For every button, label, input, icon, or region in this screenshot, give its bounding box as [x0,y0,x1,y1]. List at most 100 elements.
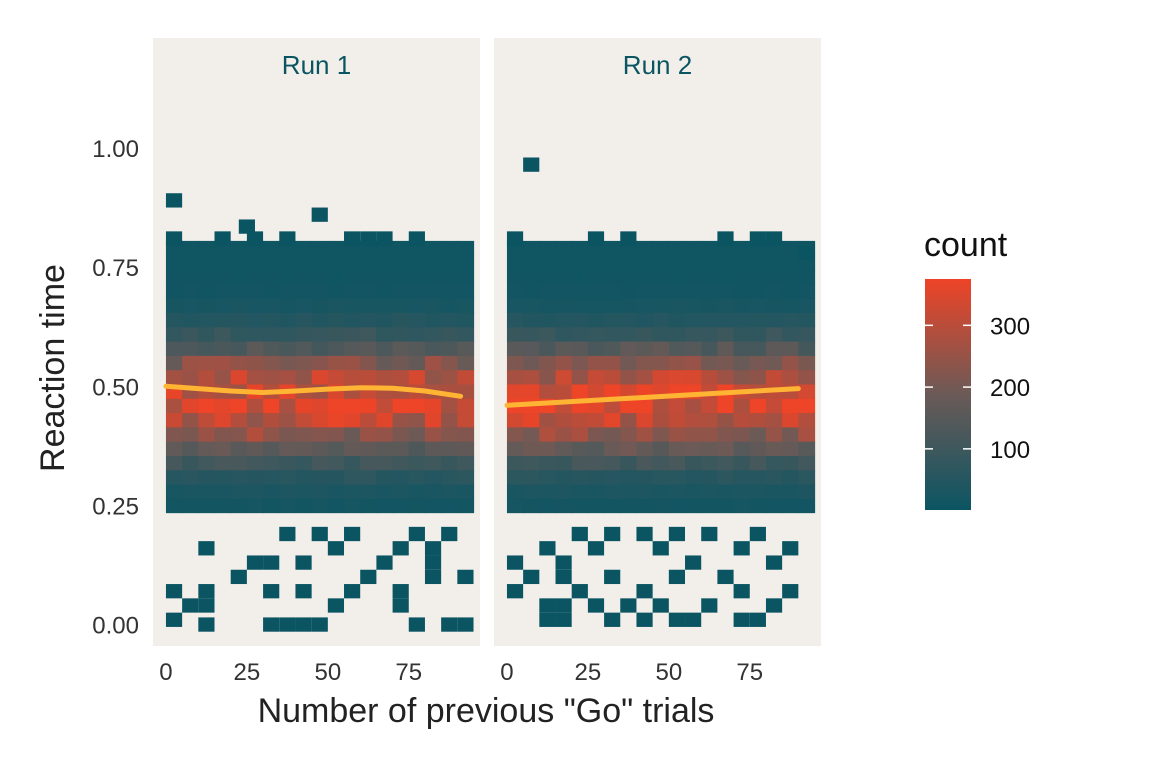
heatmap-tile [668,340,686,356]
heatmap-tile [636,312,654,328]
heatmap-tile [327,326,345,342]
heatmap-tile [604,426,621,442]
heatmap-tile [327,255,345,271]
heatmap-tile [587,498,605,514]
heatmap-tile [782,355,799,371]
heatmap-tile [214,469,232,485]
heatmap-tile-outlier [198,584,215,599]
heatmap-tile [506,469,524,485]
heatmap-tile [165,469,183,485]
heatmap-tile [523,483,540,499]
heatmap-tile [408,398,426,414]
x-tick-label: 0 [159,659,172,686]
heatmap-tile [701,283,718,299]
heatmap-tile [733,455,751,471]
heatmap-tile [376,483,394,499]
heatmap-tile [295,441,313,456]
smooth-trend-line [163,383,464,399]
heatmap-tile [230,426,248,442]
heatmap-tile [668,283,686,299]
heatmap-tile-outlier [279,617,296,632]
heatmap-tile [652,398,670,414]
heatmap-tile [182,298,199,313]
heatmap-tile [668,455,686,471]
heatmap-tile [587,255,605,271]
heatmap-tile [441,283,458,299]
heatmap-tile [733,355,751,371]
heatmap-tile-outlier [523,569,540,585]
heatmap-tile [311,498,329,514]
heatmap-tile [604,441,621,456]
heatmap-tile [214,455,232,471]
heatmap-tile [344,412,361,428]
heatmap-tile [263,283,280,299]
heatmap-tile [279,269,297,285]
heatmap-tile-outlier [263,555,280,570]
heatmap-tile-outlier [408,231,425,246]
heatmap-tile [765,469,783,485]
heatmap-tile [782,498,799,514]
heatmap-tile [360,340,377,356]
heatmap-tile [539,269,557,285]
heatmap-tile [571,383,589,399]
heatmap-tile [311,340,329,356]
heatmap-tile [668,255,686,271]
heatmap-tile [165,369,183,385]
heatmap-tile [279,441,297,456]
heatmap-tile-outlier [360,569,377,585]
heatmap-tile [408,255,426,271]
heatmap-tile [230,240,248,256]
heatmap-tile [182,455,199,471]
heatmap-tile [327,298,345,313]
heatmap-tile [685,483,702,499]
y-tick-label: 0.50 [92,374,139,401]
facet-panel-2: Run 2 [494,38,821,646]
heatmap-tile-outlier [555,569,572,585]
heatmap-tile [165,312,183,328]
heatmap-tile [571,369,589,385]
heatmap-tile [523,298,540,313]
heatmap-tile [424,326,442,342]
heatmap-tile [571,326,589,342]
heatmap-tile-outlier [182,598,199,613]
heatmap-tile [685,255,702,271]
heatmap-tile [587,298,605,313]
heatmap-tile [636,469,654,485]
heatmap-tile [668,398,686,414]
heatmap-tile [668,483,686,499]
heatmap-tile [360,483,377,499]
heatmap-tile [311,326,329,342]
heatmap-tile [295,283,313,299]
heatmap-tile [685,283,702,299]
heatmap-tile [392,355,410,371]
heatmap-tile-outlier [441,526,458,542]
heatmap-tile [457,255,475,271]
heatmap-tile [327,426,345,442]
heatmap-tile [376,355,394,371]
heatmap-tile [246,483,264,499]
heatmap-tile [182,426,199,442]
heatmap-tile [392,498,410,514]
heatmap-tile [311,469,329,485]
heatmap-tile [457,398,475,414]
heatmap-tile [717,483,735,499]
heatmap-tile [246,269,264,285]
heatmap-tile [198,355,216,371]
heatmap-tile [457,469,475,485]
heatmap-tile [279,412,297,428]
heatmap-tile [376,469,394,485]
heatmap-tile [246,469,264,485]
heatmap-tile [408,498,426,514]
heatmap-tile [441,240,458,256]
heatmap-tile [214,269,232,285]
heatmap-tile [798,369,816,385]
heatmap-tile [392,369,410,385]
heatmap-tile [668,412,686,428]
heatmap-tile [636,398,654,414]
heatmap-tile [555,441,573,456]
heatmap-tile [392,240,410,256]
heatmap-tile-outlier [279,526,296,542]
heatmap-tile-outlier [717,231,734,246]
heatmap-tile [604,340,621,356]
heatmap-tile [408,412,426,428]
